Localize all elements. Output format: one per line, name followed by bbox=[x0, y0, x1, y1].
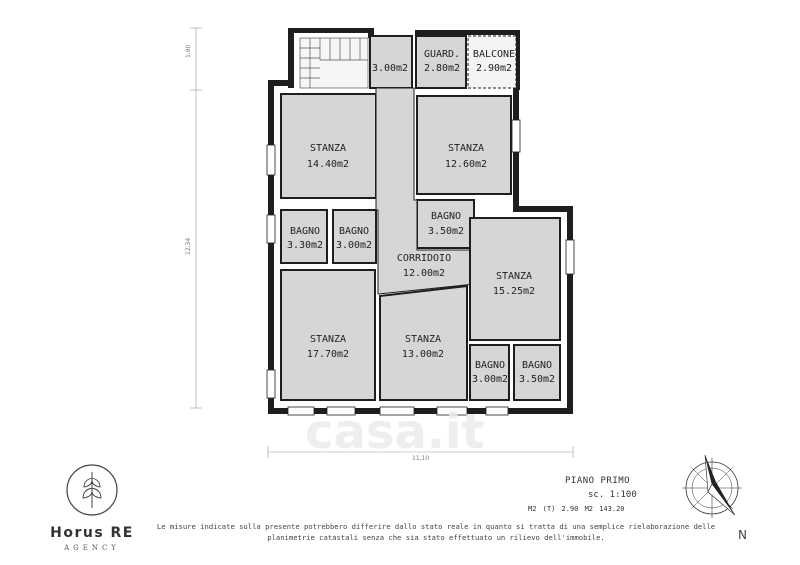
room-name: BALCONE bbox=[473, 49, 515, 60]
room-stanza-2 bbox=[416, 95, 512, 195]
room-area: 2.80m2 bbox=[424, 63, 460, 74]
room-name: STANZA bbox=[448, 143, 484, 154]
compass-icon bbox=[682, 454, 742, 518]
brand-subtitle: AGENCY bbox=[64, 544, 120, 552]
dimension-bottom-total: 11,10 bbox=[412, 455, 429, 462]
rooms bbox=[280, 35, 561, 401]
room-landing bbox=[369, 35, 413, 89]
floor-title: PIANO PRIMO bbox=[565, 476, 631, 486]
room-name: BAGNO bbox=[475, 360, 505, 371]
room-name: CORRIDOIO bbox=[397, 253, 451, 264]
room-name: GUARD. bbox=[424, 49, 460, 60]
dimension-top-left: 1,90 bbox=[185, 44, 192, 58]
room-area: 13.00m2 bbox=[402, 349, 444, 360]
north-label: N bbox=[738, 528, 747, 542]
room-name: STANZA bbox=[496, 271, 532, 282]
room-area: 2.90m2 bbox=[476, 63, 512, 74]
room-area: 3.00m2 bbox=[336, 240, 372, 251]
room-labels: 3.00m2 GUARD. 2.80m2 BALCONE 2.90m2 STAN… bbox=[287, 49, 555, 385]
room-stanza-4 bbox=[280, 269, 376, 401]
room-name: STANZA bbox=[310, 143, 346, 154]
room-balcone bbox=[467, 35, 517, 89]
room-bagno-4 bbox=[469, 344, 510, 401]
room-area: 3.50m2 bbox=[519, 374, 555, 385]
room-stanza-5 bbox=[379, 284, 468, 401]
room-area: 3.00m2 bbox=[472, 374, 508, 385]
room-bagno-5 bbox=[513, 344, 561, 401]
room-name: BAGNO bbox=[431, 211, 461, 222]
brand-logo-icon bbox=[66, 464, 118, 516]
disclaimer: Le misure indicate sulla presente potreb… bbox=[156, 522, 716, 542]
room-area: 14.40m2 bbox=[307, 159, 349, 170]
room-name: STANZA bbox=[310, 334, 346, 345]
room-area: 3.50m2 bbox=[428, 226, 464, 237]
room-name: BAGNO bbox=[522, 360, 552, 371]
room-name: STANZA bbox=[405, 334, 441, 345]
windows bbox=[266, 119, 575, 416]
room-stanza-3 bbox=[469, 217, 561, 341]
room-area: 3.00m2 bbox=[372, 63, 408, 74]
room-guardaroba bbox=[415, 35, 467, 89]
room-name: BAGNO bbox=[290, 226, 320, 237]
room-bagno-2 bbox=[332, 209, 377, 264]
dimension-lines bbox=[190, 27, 574, 458]
room-bagno-1 bbox=[280, 209, 328, 264]
room-area: 12.00m2 bbox=[403, 268, 445, 279]
room-area: 15.25m2 bbox=[493, 286, 535, 297]
room-area: 12.60m2 bbox=[445, 159, 487, 170]
watermark: casa.it bbox=[305, 404, 484, 460]
room-bagno-3 bbox=[416, 199, 475, 249]
scale-text: sc. 1:100 bbox=[588, 490, 637, 500]
room-area: 17.70m2 bbox=[307, 349, 349, 360]
room-area: 3.30m2 bbox=[287, 240, 323, 251]
area-summary: M2 (T) 2.90 M2 143.20 bbox=[528, 505, 625, 513]
brand-name: Horus RE bbox=[50, 525, 134, 541]
dimension-left-total: 12,34 bbox=[185, 238, 192, 255]
staircase bbox=[299, 37, 369, 89]
room-name: BAGNO bbox=[339, 226, 369, 237]
